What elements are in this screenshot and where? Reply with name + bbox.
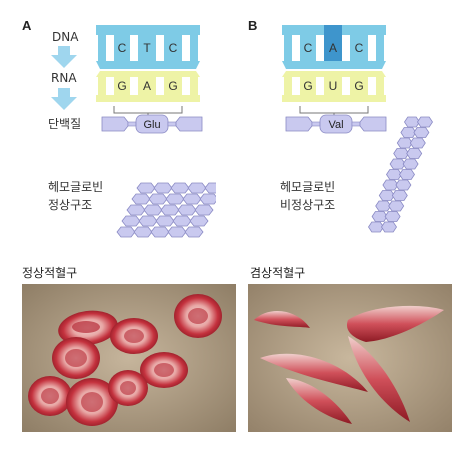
panel-a-letter: A: [22, 18, 32, 33]
dna-base-a-2: T: [143, 41, 151, 55]
codon-diagram-b: C A C G U G: [282, 25, 386, 118]
abnormal-structure-word: 비정상구조: [280, 198, 336, 212]
hemoglobin-subunit: [399, 169, 415, 180]
amino-acid-b: Val: [328, 119, 343, 131]
normal-red-blood-cell: [52, 337, 100, 379]
hemoglobin-subunit: [381, 221, 397, 233]
hemoglobin-subunit: [153, 182, 173, 194]
sickle-red-blood-cell: [346, 305, 444, 342]
protein-chain-b: Val: [285, 114, 387, 134]
hemoglobin-subunit: [155, 215, 175, 227]
hemoglobin-subunit: [182, 193, 202, 205]
hemoglobin-subunit: [150, 226, 170, 238]
normal-red-blood-cell: [108, 370, 148, 406]
normal-red-blood-cell: [110, 318, 158, 354]
rna-base-b-3: G: [354, 79, 363, 93]
dna-base-a-3: C: [169, 41, 178, 55]
rna-base-a-3: G: [168, 79, 177, 93]
hemoglobin-subunit: [116, 226, 136, 238]
panel-b-letter: B: [248, 18, 258, 33]
down-arrow-icon: [51, 88, 77, 110]
normal-red-blood-cell: [58, 310, 118, 346]
normal-structure-word: 정상구조: [48, 198, 93, 212]
hemoglobin-word-a: 헤모글로빈: [48, 180, 104, 194]
hemoglobin-subunit: [160, 204, 180, 216]
hemoglobin-subunit: [406, 148, 423, 159]
rna-base-b-2: U: [329, 79, 338, 93]
hemoglobin-subunit: [194, 204, 214, 216]
flow-arrows: [51, 46, 77, 110]
sickle-rbc-photo: [248, 284, 452, 432]
dna-base-b-2: A: [329, 41, 337, 55]
hemoglobin-subunit: [177, 204, 197, 216]
hemoglobin-subunit: [133, 226, 153, 238]
down-arrow-icon: [51, 46, 77, 68]
hemoglobin-subunit: [131, 193, 151, 205]
hemoglobin-subunit: [384, 211, 401, 222]
normal-rbc-caption: 정상적혈구: [22, 266, 78, 280]
rna-base-a-1: G: [117, 79, 126, 93]
hemoglobin-subunit: [204, 182, 216, 194]
rna-base-b-1: G: [303, 79, 312, 93]
hemoglobin-subunit: [413, 127, 430, 138]
hemoglobin-subunit: [417, 116, 433, 128]
normal-rbc-photo: [22, 284, 236, 432]
dna-label: DNA: [52, 30, 79, 44]
normal-red-blood-cell: [140, 352, 188, 388]
hemoglobin-subunit: [199, 193, 216, 205]
dna-base-b-1: C: [304, 41, 313, 55]
hemoglobin-subunit: [172, 215, 192, 227]
hemoglobin-label-a: 헤모글로빈 정상구조: [48, 178, 103, 214]
amino-acid-a: Glu: [143, 119, 160, 131]
normal-red-blood-cell: [174, 294, 222, 338]
hemoglobin-subunit: [148, 193, 168, 205]
codon-diagram-a: C T C G A G: [96, 25, 200, 118]
hemoglobin-subunit: [391, 190, 408, 201]
protein-chain-a: Glu: [101, 114, 203, 134]
dna-base-a-1: C: [118, 41, 127, 55]
hemoglobin-word-b: 헤모글로빈: [280, 180, 336, 194]
rna-label: RNA: [51, 71, 77, 85]
hemoglobin-subunit: [143, 204, 163, 216]
sickle-red-blood-cell: [348, 336, 410, 422]
rna-strand-b: [282, 71, 386, 102]
hemoglobin-subunit: [136, 182, 156, 194]
sickle-red-blood-cell: [286, 378, 352, 424]
dna-strand-b: [282, 25, 386, 69]
hemoglobin-label-b: 헤모글로빈 비정상구조: [280, 178, 335, 214]
hemoglobin-subunit: [184, 226, 204, 238]
sickle-red-blood-cell: [254, 310, 310, 328]
hemoglobin-subunit: [388, 200, 405, 212]
protein-label: 단백질: [48, 117, 82, 131]
hemoglobin-subunit: [189, 215, 209, 227]
normal-red-blood-cell: [28, 376, 72, 416]
dna-base-b-3: C: [355, 41, 364, 55]
sickle-red-blood-cell: [260, 353, 368, 392]
abnormal-hemoglobin-fiber: [368, 116, 433, 233]
hemoglobin-subunit: [402, 158, 419, 170]
hemoglobin-subunit: [121, 215, 141, 227]
rna-base-a-2: A: [143, 79, 151, 93]
hemoglobin-subunit: [138, 215, 158, 227]
hemoglobin-subunit: [165, 193, 185, 205]
hemoglobin-subunit: [170, 182, 190, 194]
hemoglobin-subunit: [167, 226, 187, 238]
dna-strand-a: [96, 25, 200, 69]
rna-strand-a: [96, 71, 200, 102]
hemoglobin-subunit: [126, 204, 146, 216]
normal-red-blood-cell: [66, 378, 118, 426]
normal-hemoglobin-grid: [116, 182, 216, 238]
hemoglobin-subunit: [187, 182, 207, 194]
hemoglobin-subunit: [409, 137, 426, 149]
hemoglobin-subunit: [395, 179, 412, 191]
sickle-rbc-caption: 겸상적혈구: [250, 266, 306, 280]
